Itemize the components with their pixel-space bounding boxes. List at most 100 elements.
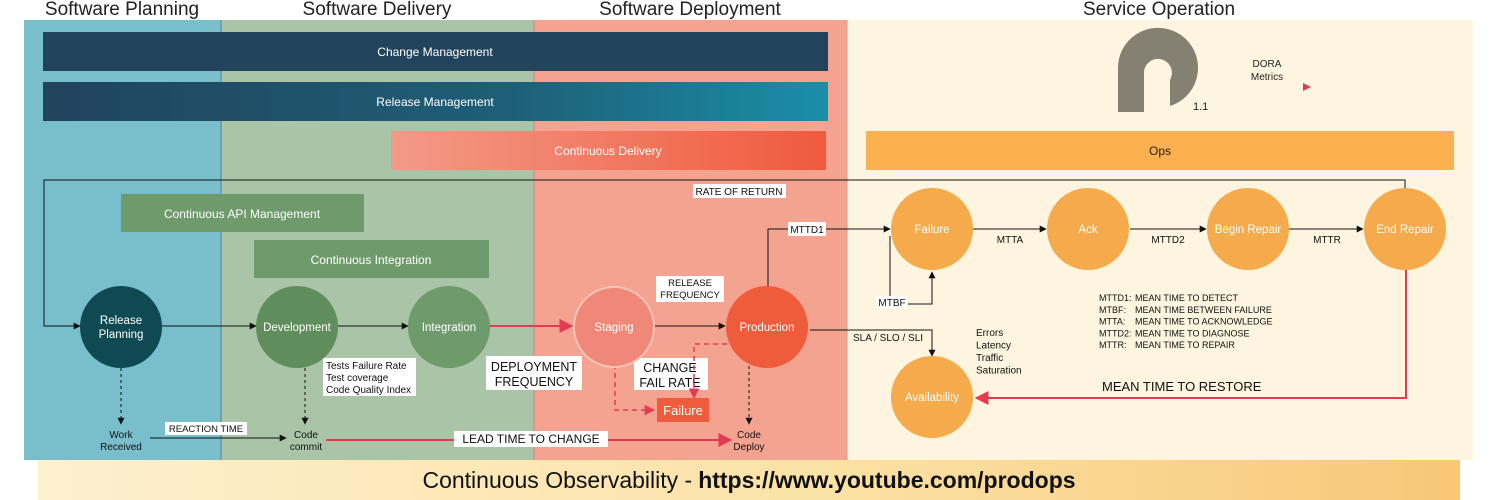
deployment-frequency-label-2: FREQUENCY [495, 375, 574, 389]
staging-label: Staging [594, 322, 633, 334]
release-frequency-box [656, 276, 724, 302]
mean-time-to-restore-label: MEAN TIME TO RESTORE [1102, 379, 1262, 394]
legend-abbr: MTTD1: [1099, 293, 1132, 303]
legend-desc: MEAN TIME BETWEEN FAILURE [1135, 305, 1272, 315]
release-planning-label-1: Release [100, 315, 142, 327]
golden-signal-item: Traffic [976, 353, 1003, 364]
golden-signal-item: Saturation [976, 366, 1022, 377]
phase-title-planning: Software Planning [45, 0, 199, 20]
mtta-label: MTTA [997, 235, 1024, 246]
prodops-logo-icon [1117, 27, 1198, 112]
mtbf-label: MTBF [878, 298, 905, 309]
work-received-label-2: Received [100, 442, 142, 453]
dev-metric-item: Tests Failure Rate [326, 361, 407, 372]
end-repair-label: End Repair [1376, 224, 1434, 236]
continuous-api-bar [121, 194, 364, 232]
connector-production-availability [810, 329, 936, 357]
release-frequency-label-2: FREQUENCY [660, 290, 720, 301]
footer-url[interactable]: https://www.youtube.com/prodops [698, 466, 1076, 493]
availability-label: Availability [905, 392, 959, 404]
mtbf-box [876, 296, 908, 309]
code-commit-label-2: commit [290, 442, 322, 453]
development-node [256, 286, 338, 368]
code-deploy-label-1: Code [737, 430, 761, 441]
rate-of-return-loop [43, 179, 1406, 330]
release-planning-node [80, 286, 162, 368]
work-received-label-1: Work [109, 430, 133, 441]
legend-desc: MEAN TIME TO DIAGNOSE [1135, 328, 1250, 338]
availability-node [891, 356, 973, 438]
dev-metric-item: Code Quality Index [326, 385, 411, 396]
failure-label: Failure [914, 224, 949, 236]
footer-text: Continuous Observability - [422, 466, 693, 493]
mttr-label: MTTR [1313, 235, 1341, 246]
change-fail-rate-box [634, 358, 708, 390]
continuous-integration-label: Continuous Integration [311, 253, 432, 267]
reaction-time-box [165, 422, 247, 435]
dora-label-2: Metrics [1251, 72, 1283, 83]
deployment-frequency-box [486, 356, 582, 390]
dev-metric-item: Test coverage [326, 373, 389, 384]
legend-desc: MEAN TIME TO ACKNOWLEDGE [1135, 317, 1273, 327]
production-node [726, 286, 808, 368]
mean-time-to-restore-line [974, 270, 1407, 405]
mtbf-loop [889, 236, 936, 305]
legend-abbr: MTTA: [1099, 317, 1125, 327]
phase-title-deployment: Software Deployment [599, 0, 781, 20]
dev-metrics-box [323, 358, 416, 396]
connector-production-failure [767, 225, 891, 286]
lead-time-box [454, 431, 608, 447]
staging-failure-path [614, 364, 656, 416]
release-planning-label-2: Planning [99, 329, 144, 341]
ack-label: Ack [1078, 224, 1097, 236]
legend-abbr: MTTR: [1099, 340, 1127, 350]
integration-label: Integration [422, 322, 476, 334]
mttd1-box [788, 222, 826, 236]
deploy-failure-box [657, 398, 709, 422]
rate-of-return-label: RATE OF RETURN [695, 187, 782, 198]
continuous-integration-bar [254, 240, 489, 278]
production-label: Production [740, 322, 795, 334]
release-management-label: Release Management [376, 95, 494, 109]
legend-desc: MEAN TIME TO DETECT [1135, 293, 1239, 303]
code-commit-label-1: Code [294, 430, 318, 441]
failure-node [891, 188, 973, 270]
development-label: Development [263, 322, 332, 334]
phase-title-operation: Service Operation [1083, 0, 1235, 20]
integration-node [408, 286, 490, 368]
sla-label: SLA / SLO / SLI [853, 333, 923, 344]
dora-label-1: DORA [1253, 59, 1282, 70]
mttd2-label: MTTD2 [1151, 235, 1185, 246]
staging-node [573, 286, 655, 368]
deploy-failure-label: Failure [663, 403, 703, 418]
continuous-delivery-label: Continuous Delivery [554, 144, 661, 158]
begin-repair-node [1207, 188, 1289, 270]
change-management-label: Change Management [377, 45, 493, 59]
release-frequency-label-1: RELEASE [668, 278, 712, 289]
end-repair-node [1364, 188, 1446, 270]
ops-label: Ops [1149, 144, 1171, 158]
begin-repair-label: Begin Repair [1215, 224, 1282, 236]
release-management-bar [43, 82, 828, 121]
change-fail-rate-label-1: CHANGE [643, 361, 696, 375]
continuous-delivery-bar [391, 131, 826, 170]
rate-of-return-box [693, 184, 786, 198]
logo-version: 1.1 [1193, 101, 1208, 113]
continuous-api-label: Continuous API Management [164, 207, 321, 221]
change-fail-rate-label-2: FAIL RATE [639, 376, 700, 390]
golden-signal-item: Errors [976, 328, 1003, 339]
phase-title-delivery: Software Delivery [303, 0, 452, 20]
code-deploy-label-2: Deploy [733, 442, 764, 453]
reaction-time-label: REACTION TIME [169, 424, 243, 435]
change-management-bar [43, 32, 828, 71]
lead-time-label: LEAD TIME TO CHANGE [462, 432, 599, 446]
mttd1-label: MTTD1 [790, 225, 824, 236]
deployment-frequency-label-1: DEPLOYMENT [491, 360, 577, 374]
dora-arrow-head [1303, 83, 1311, 91]
golden-signal-item: Latency [976, 341, 1011, 352]
legend-abbr: MTBF: [1099, 305, 1126, 315]
